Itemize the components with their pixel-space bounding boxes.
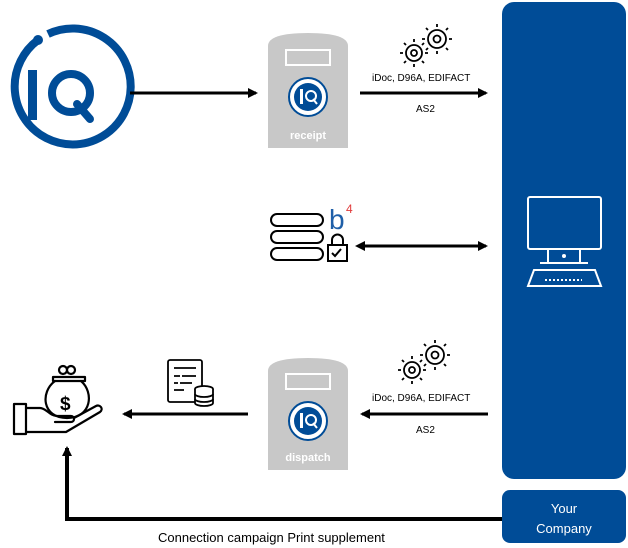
money-bag-hand-icon: $ [12,364,103,436]
your-company-line2: Company [536,521,592,536]
monitor-icon [526,196,603,287]
dispatch-formats-label: iDoc, D96A, EDIFACT [372,393,471,404]
dispatch-server-icon [268,358,348,470]
document-coins-icon [167,359,214,407]
receipt-label: receipt [289,130,327,142]
receipt-formats-label: iDoc, D96A, EDIFACT [372,73,471,84]
your-company-box [502,490,626,543]
lock-icon [327,233,348,262]
b4-logo-letter: b [329,204,345,235]
receipt-protocol-label: AS2 [416,104,435,115]
your-company-label: Your Company [502,499,626,539]
iq-logo-icon [10,24,135,149]
connection-label: Connection campaign Print supplement [158,530,385,545]
svg-text:$: $ [60,394,71,415]
your-company-line1: Your [550,501,578,516]
dispatch-protocol-label: AS2 [416,425,435,436]
gears-icon [398,340,450,384]
b4-logo-superscript: 4 [346,202,353,216]
gears-icon [400,24,452,67]
database-icon [270,213,324,261]
company-system-panel [502,2,626,479]
connection-line-company-to-payment [62,446,502,521]
dispatch-label: dispatch [285,452,331,464]
receipt-server-icon [268,33,348,148]
